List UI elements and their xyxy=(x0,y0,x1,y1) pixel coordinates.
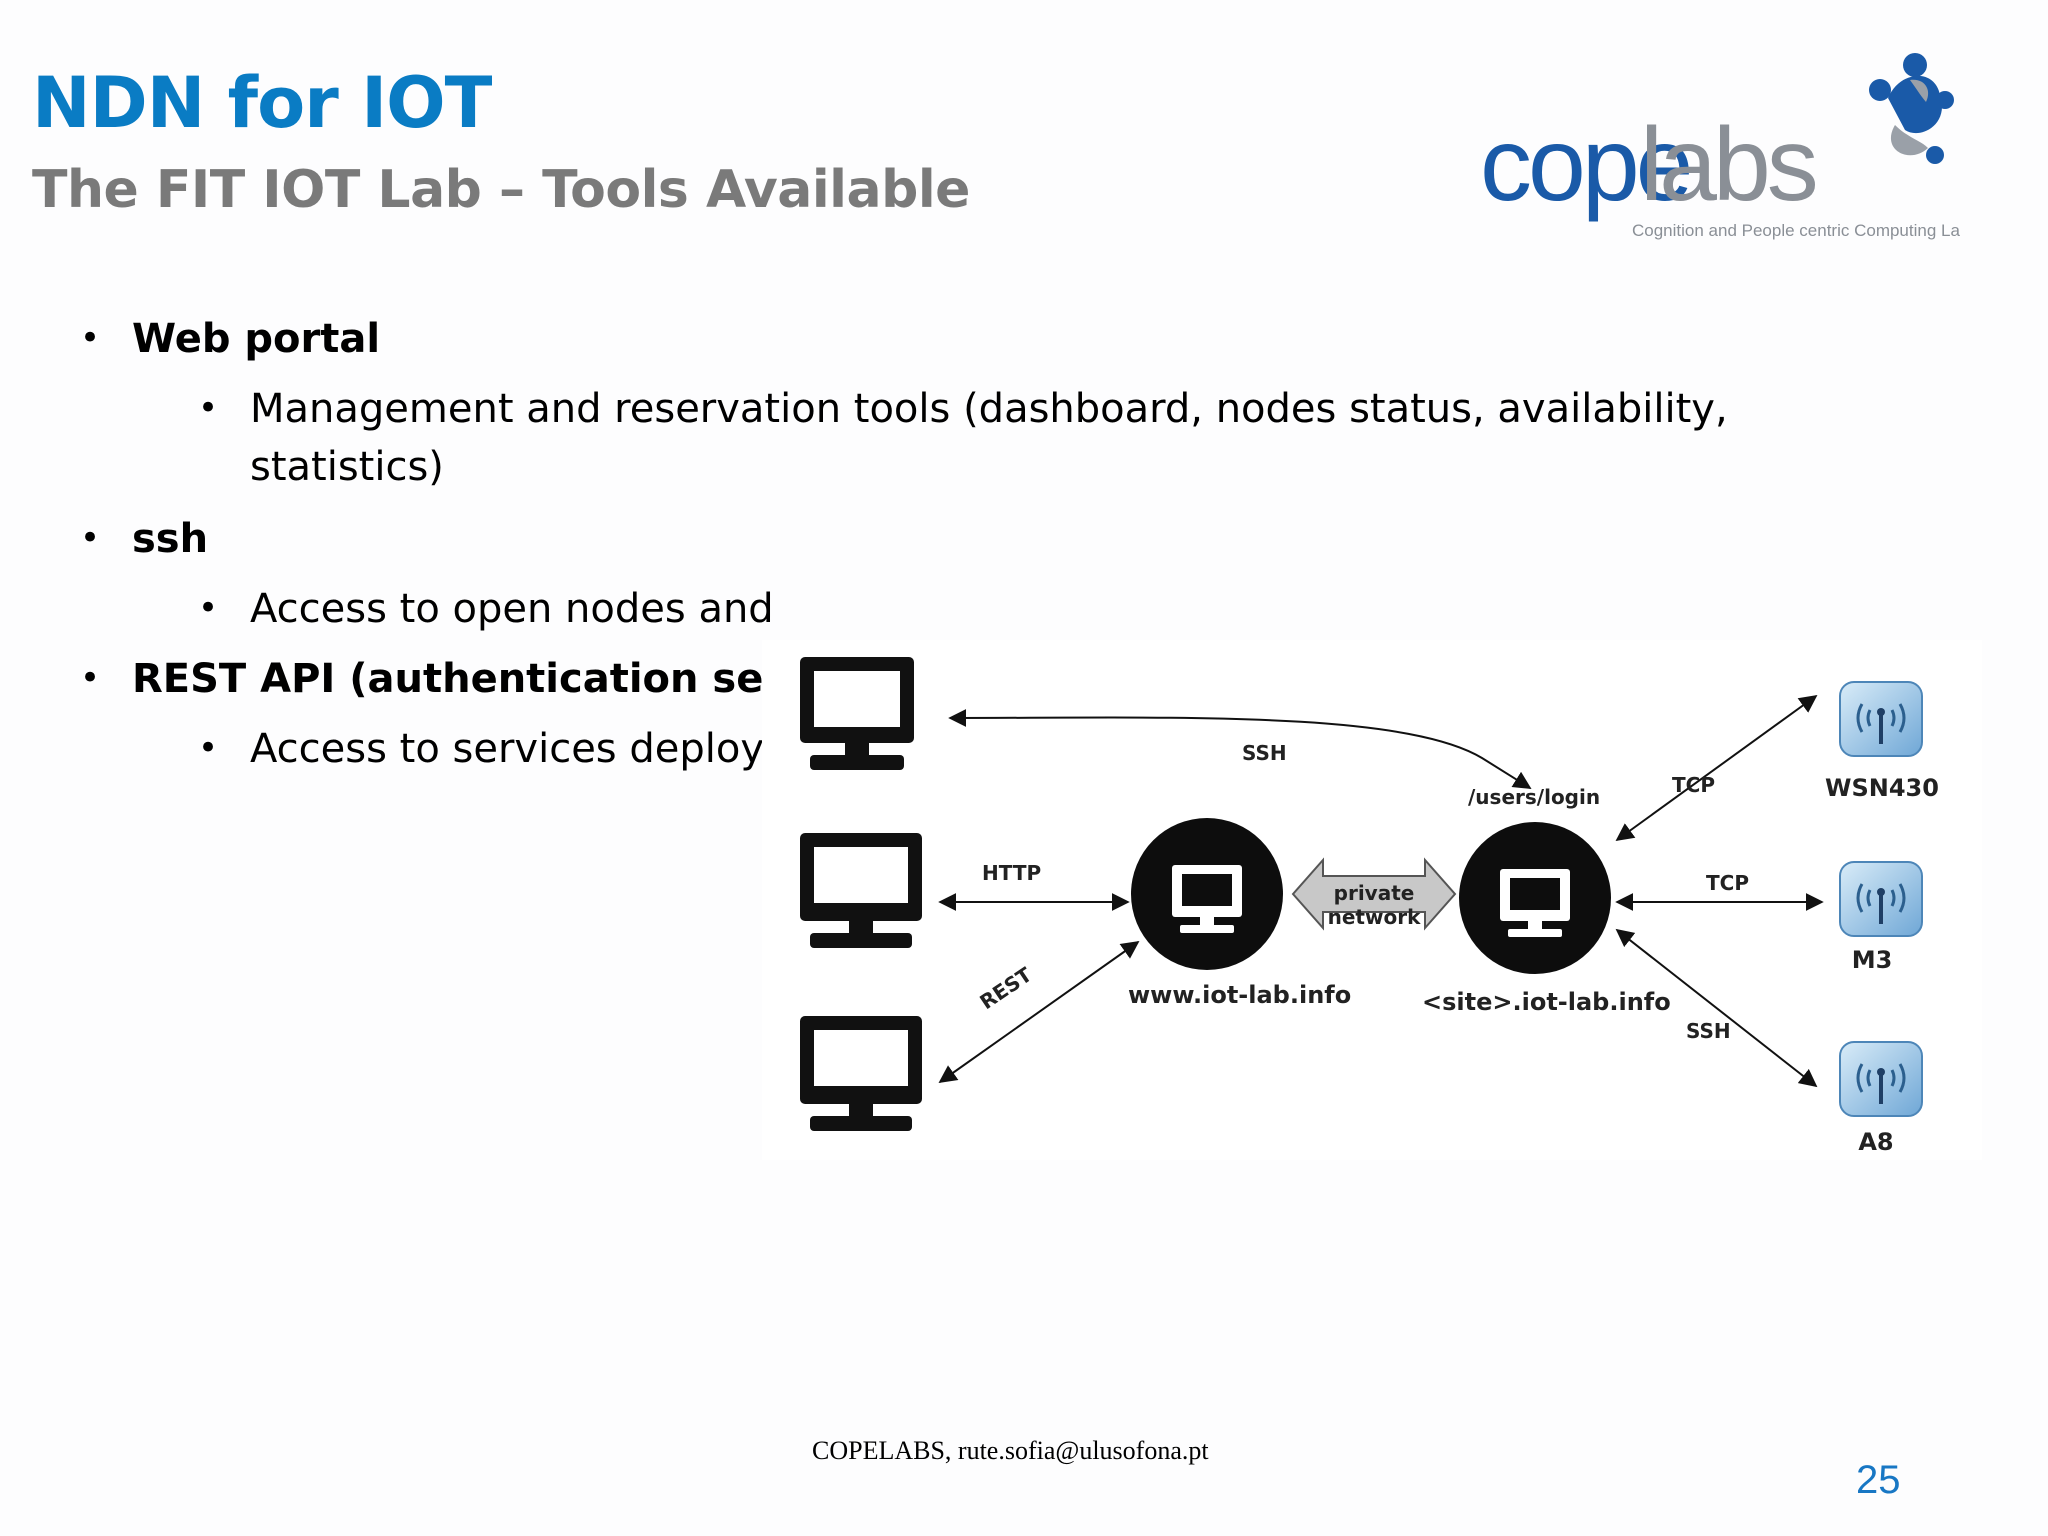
tcp-label-1: TCP xyxy=(1672,773,1715,797)
bullet-rest-api: REST API (authentication servic xyxy=(132,656,847,702)
www-label: www.iot-lab.info xyxy=(1128,981,1351,1009)
ssh-arrow xyxy=(948,708,1532,789)
iot-lab-architecture-diagram: private network SSH HTTP REST /users/log… xyxy=(762,640,1982,1160)
logo-wordmark-blue: cope xyxy=(1480,107,1690,223)
tcp-arrow-wsn430 xyxy=(1615,694,1818,842)
www-server-icon xyxy=(1131,818,1283,970)
logo-figure-icon xyxy=(1869,53,1954,164)
users-login-label: /users/login xyxy=(1468,785,1600,809)
slide-title: NDN for IOT xyxy=(32,62,492,144)
private-label: private xyxy=(1334,881,1415,905)
ssh-label-bottom: SSH xyxy=(1686,1019,1731,1043)
logo-tagline: Cognition and People centric Computing L… xyxy=(1632,221,1960,240)
footer-contact: COPELABS, rute.sofia@ulusofona.pt xyxy=(812,1436,1209,1465)
sub-bullet-web-portal-line2: statistics) xyxy=(250,444,444,490)
user-computer-icon xyxy=(800,1016,922,1131)
ssh-arrow-a8 xyxy=(1615,928,1818,1088)
sub-bullet-ssh: Access to open nodes and xyxy=(250,586,774,632)
radio-node-a8-icon xyxy=(1839,1041,1923,1117)
page-number: 25 xyxy=(1856,1458,1901,1502)
sub-bullet-marker: • xyxy=(198,728,219,768)
private-network-arrow xyxy=(1291,857,1457,931)
rest-arrow xyxy=(938,940,1140,1084)
network-label: network xyxy=(1328,905,1421,929)
sub-bullet-web-portal-line1: Management and reservation tools (dashbo… xyxy=(250,386,1728,432)
sub-bullet-rest-api: Access to services deploye xyxy=(250,726,789,772)
copelabs-logo: cope labs Cognition and People centric C… xyxy=(1480,53,1960,240)
user-computer-icon xyxy=(800,833,922,948)
ssh-label: SSH xyxy=(1242,741,1287,765)
bullet-ssh: ssh xyxy=(132,516,209,562)
user-computer-icon xyxy=(800,657,914,770)
radio-node-wsn430-icon xyxy=(1839,681,1923,757)
logo-wordmark-gray: labs xyxy=(1640,107,1816,223)
node-label-a8: A8 xyxy=(1858,1128,1893,1156)
bullet-marker: • xyxy=(80,318,101,358)
sub-bullet-marker: • xyxy=(198,388,219,428)
sub-bullet-marker: • xyxy=(198,588,219,628)
radio-node-m3-icon xyxy=(1839,861,1923,937)
bullet-marker: • xyxy=(80,658,101,698)
site-label: <site>.iot-lab.info xyxy=(1422,988,1671,1016)
http-label: HTTP xyxy=(982,861,1041,885)
node-label-m3: M3 xyxy=(1852,946,1893,974)
bullet-marker: • xyxy=(80,518,101,558)
rest-label: REST xyxy=(975,962,1036,1014)
tcp-label-2: TCP xyxy=(1706,871,1749,895)
site-server-icon xyxy=(1459,822,1611,974)
slide-subtitle: The FIT IOT Lab – Tools Available xyxy=(32,160,970,220)
bullet-web-portal: Web portal xyxy=(132,316,381,362)
node-label-wsn430: WSN430 xyxy=(1825,774,1939,802)
